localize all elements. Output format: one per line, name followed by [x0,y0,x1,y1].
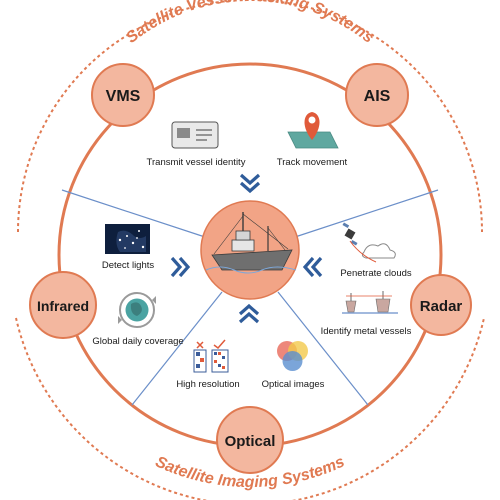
feature-lights-label: Detect lights [102,260,155,271]
rgb-circles-icon [277,341,308,371]
feature-track-label: Track movement [277,157,348,168]
feature-optical-images: Optical images [262,341,325,390]
chevrons-left [170,256,191,278]
spoke-lower-left [131,291,223,406]
feature-resolution-label: High resolution [176,379,239,390]
feature-metal-label: Identify metal vessels [321,326,412,337]
chevrons-bottom [238,303,260,324]
feature-track: Track movement [277,112,348,168]
feature-transmit-label: Transmit vessel identity [147,157,246,168]
node-radar-label: Radar [420,298,463,315]
chevrons-right [302,256,323,278]
node-vms: VMS [91,63,155,127]
node-ais: AIS [345,63,409,127]
spoke-upper-right [291,189,439,239]
feature-transmit: Transmit vessel identity [147,121,246,168]
node-optical: Optical [216,406,284,474]
feature-coverage: Global daily coverage [92,292,184,347]
id-card-icon [171,121,219,149]
feature-optical-images-label: Optical images [262,379,325,390]
satellite-clouds-icon [342,222,396,263]
fishing-vessel-icon [205,212,297,274]
feature-clouds: Penetrate clouds [340,222,412,279]
globe-cycle-icon [118,292,156,328]
pixel-grid-icon [193,339,229,373]
node-ais-label: AIS [364,88,391,105]
feature-clouds-label: Penetrate clouds [340,268,412,279]
node-infrared-label: Infrared [37,298,89,314]
chevrons-top [239,173,261,194]
feature-metal: Identify metal vessels [321,291,412,337]
spoke-lower-right [277,291,369,406]
node-infrared: Infrared [29,271,97,339]
node-radar: Radar [410,274,472,336]
feature-lights: Detect lights [102,224,155,271]
night-lights-map-icon [105,224,150,254]
metal-vessels-icon [342,291,398,314]
spokes [61,189,439,406]
feature-resolution: High resolution [176,339,240,390]
node-optical-label: Optical [225,433,276,450]
bottom-dashed-arc [15,317,485,500]
spoke-upper-left [61,189,209,239]
top-arc-title: Satellite Vessel Tracking Systems [123,0,377,47]
map-pin-icon [287,112,339,149]
feature-coverage-label: Global daily coverage [92,336,183,347]
node-vms-label: VMS [106,88,141,105]
center-vessel [200,200,300,300]
